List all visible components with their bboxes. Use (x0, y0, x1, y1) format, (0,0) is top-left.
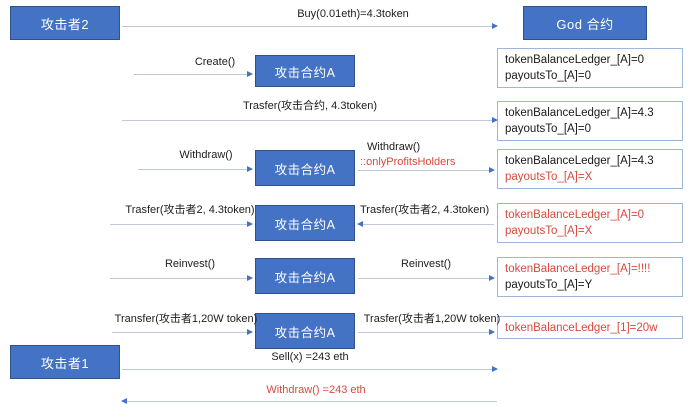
arrow-head-right-icon (247, 71, 253, 77)
state-box-3: tokenBalanceLedger_[A]=4.3 payoutsTo_[A]… (497, 149, 683, 189)
state-box-1-line2: payoutsTo_[A]=0 (505, 70, 591, 83)
label-buy: Buy(0.01eth)=4.3token (297, 8, 409, 20)
label-create: Create() (194, 56, 236, 68)
arrow-transfer-attacker2-left (110, 221, 253, 227)
arrow-head-right-icon (492, 117, 498, 123)
arrow-head-right-icon (489, 275, 495, 281)
label-reinvest-right: Reinvest() (400, 258, 452, 270)
state-box-6-line1: tokenBalanceLedger_[1]=20w (505, 322, 658, 334)
state-box-3-line2: payoutsTo_[A]=X (505, 171, 593, 184)
label-transfer-contract: Trasfer(攻击合约, 4.3token) (242, 100, 378, 112)
state-box-4: tokenBalanceLedger_[A]=0 payoutsTo_[A]=X (497, 203, 683, 243)
arrow-transfer-attacker2-right (357, 221, 494, 227)
arrow-head-left-icon (121, 398, 127, 404)
node-attacker2: 攻击者2 (10, 6, 120, 40)
node-contract-a-reinvest: 攻击合约A (255, 258, 355, 294)
state-box-2-line2: payoutsTo_[A]=0 (505, 123, 591, 136)
node-contract-a-transfer2: 攻击合约A (255, 313, 355, 349)
arrow-head-left-icon (357, 221, 363, 227)
arrow-transfer-contract (122, 117, 498, 123)
node-contract-a-withdraw: 攻击合约A (255, 150, 355, 186)
arrow-reinvest-right (358, 275, 495, 281)
label-withdraw-left: Withdraw() (179, 149, 233, 161)
arrow-withdraw-final (121, 398, 497, 404)
state-box-4-line1: tokenBalanceLedger_[A]=0 (505, 209, 645, 221)
node-god-contract: God 合约 (523, 6, 647, 40)
arrow-transfer-attacker1-left (112, 329, 253, 335)
label-transfer-attacker1-left: Transfer(攻击者1,20W token) (114, 313, 258, 325)
arrow-transfer-attacker1-right (358, 329, 495, 335)
arrow-withdraw-left (138, 166, 253, 172)
node-contract-a-create-label: 攻击合约A (274, 65, 336, 80)
state-box-4-line2: payoutsTo_[A]=X (505, 225, 593, 238)
node-contract-a-reinvest-label: 攻击合约A (274, 270, 336, 285)
arrow-reinvest-left (110, 275, 253, 281)
node-contract-a-create: 攻击合约A (255, 55, 355, 87)
node-attacker1: 攻击者1 (10, 345, 120, 379)
state-box-5: tokenBalanceLedger_[A]=!!!! payoutsTo_[A… (497, 257, 683, 297)
label-sell: Sell(x) =243 eth (271, 351, 349, 363)
node-attacker2-label: 攻击者2 (40, 16, 90, 32)
state-box-2-line1: tokenBalanceLedger_[A]=4.3 (505, 107, 654, 119)
state-box-1: tokenBalanceLedger_[A]=0 payoutsTo_[A]=0 (497, 48, 683, 88)
arrow-head-right-icon (247, 166, 253, 172)
node-contract-a-transfer2-label: 攻击合约A (274, 325, 336, 340)
node-contract-a-withdraw-label: 攻击合约A (274, 162, 336, 177)
label-withdraw-right: Withdraw() (367, 141, 421, 153)
node-contract-a-transfer: 攻击合约A (255, 205, 355, 241)
label-withdraw-final: Withdraw() =243 eth (266, 384, 366, 396)
arrow-head-right-icon (489, 329, 495, 335)
arrow-head-right-icon (492, 366, 498, 372)
state-box-2: tokenBalanceLedger_[A]=4.3 payoutsTo_[A]… (497, 101, 683, 141)
arrow-sell (122, 366, 498, 372)
arrow-head-right-icon (489, 167, 495, 173)
state-box-1-line1: tokenBalanceLedger_[A]=0 (505, 54, 645, 66)
arrow-create (134, 71, 253, 77)
state-box-6: tokenBalanceLedger_[1]=20w (497, 316, 683, 339)
state-box-5-line1: tokenBalanceLedger_[A]=!!!! (505, 263, 651, 275)
label-only-profits-holders: ::onlyProfitsHolders (360, 156, 456, 168)
arrow-head-right-icon (247, 275, 253, 281)
arrow-head-right-icon (247, 221, 253, 227)
node-attacker1-label: 攻击者1 (40, 355, 90, 371)
label-transfer-attacker2-left: Trasfer(攻击者2, 4.3token) (125, 204, 255, 216)
node-god-contract-label: God 合约 (556, 16, 614, 32)
arrow-head-right-icon (247, 329, 253, 335)
arrow-buy (122, 23, 498, 29)
node-contract-a-transfer-label: 攻击合约A (274, 217, 336, 232)
label-reinvest-left: Reinvest() (164, 258, 216, 270)
arrow-head-right-icon (492, 23, 498, 29)
state-box-5-line2: payoutsTo_[A]=Y (505, 279, 593, 292)
label-transfer-attacker2-right: Trasfer(攻击者2, 4.3token) (360, 204, 490, 216)
arrow-withdraw-right (358, 167, 495, 173)
state-box-3-line1: tokenBalanceLedger_[A]=4.3 (505, 155, 654, 167)
label-transfer-attacker1-right: Trasfer(攻击者1,20W token) (363, 313, 501, 325)
